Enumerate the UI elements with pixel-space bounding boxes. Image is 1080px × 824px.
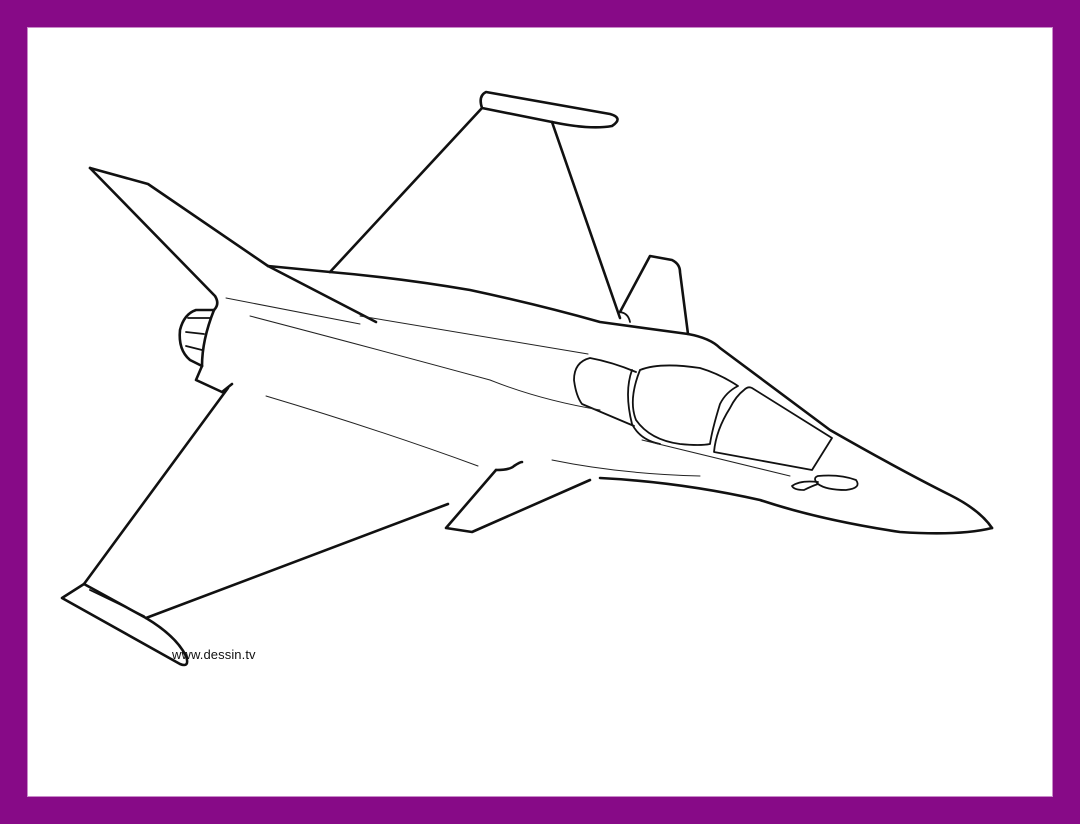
canopy xyxy=(573,357,833,471)
engine-nozzle xyxy=(178,308,234,394)
nose-probe xyxy=(791,474,859,491)
watermark-text: www.dessin.tv xyxy=(172,647,256,662)
far-wing xyxy=(328,90,622,320)
panel-lines xyxy=(225,297,791,477)
drawing-canvas xyxy=(28,28,1052,796)
left-wing xyxy=(60,386,450,667)
right-canard xyxy=(617,254,690,336)
left-canard xyxy=(444,460,592,534)
vertical-tail xyxy=(88,166,270,312)
fuselage xyxy=(266,264,994,535)
